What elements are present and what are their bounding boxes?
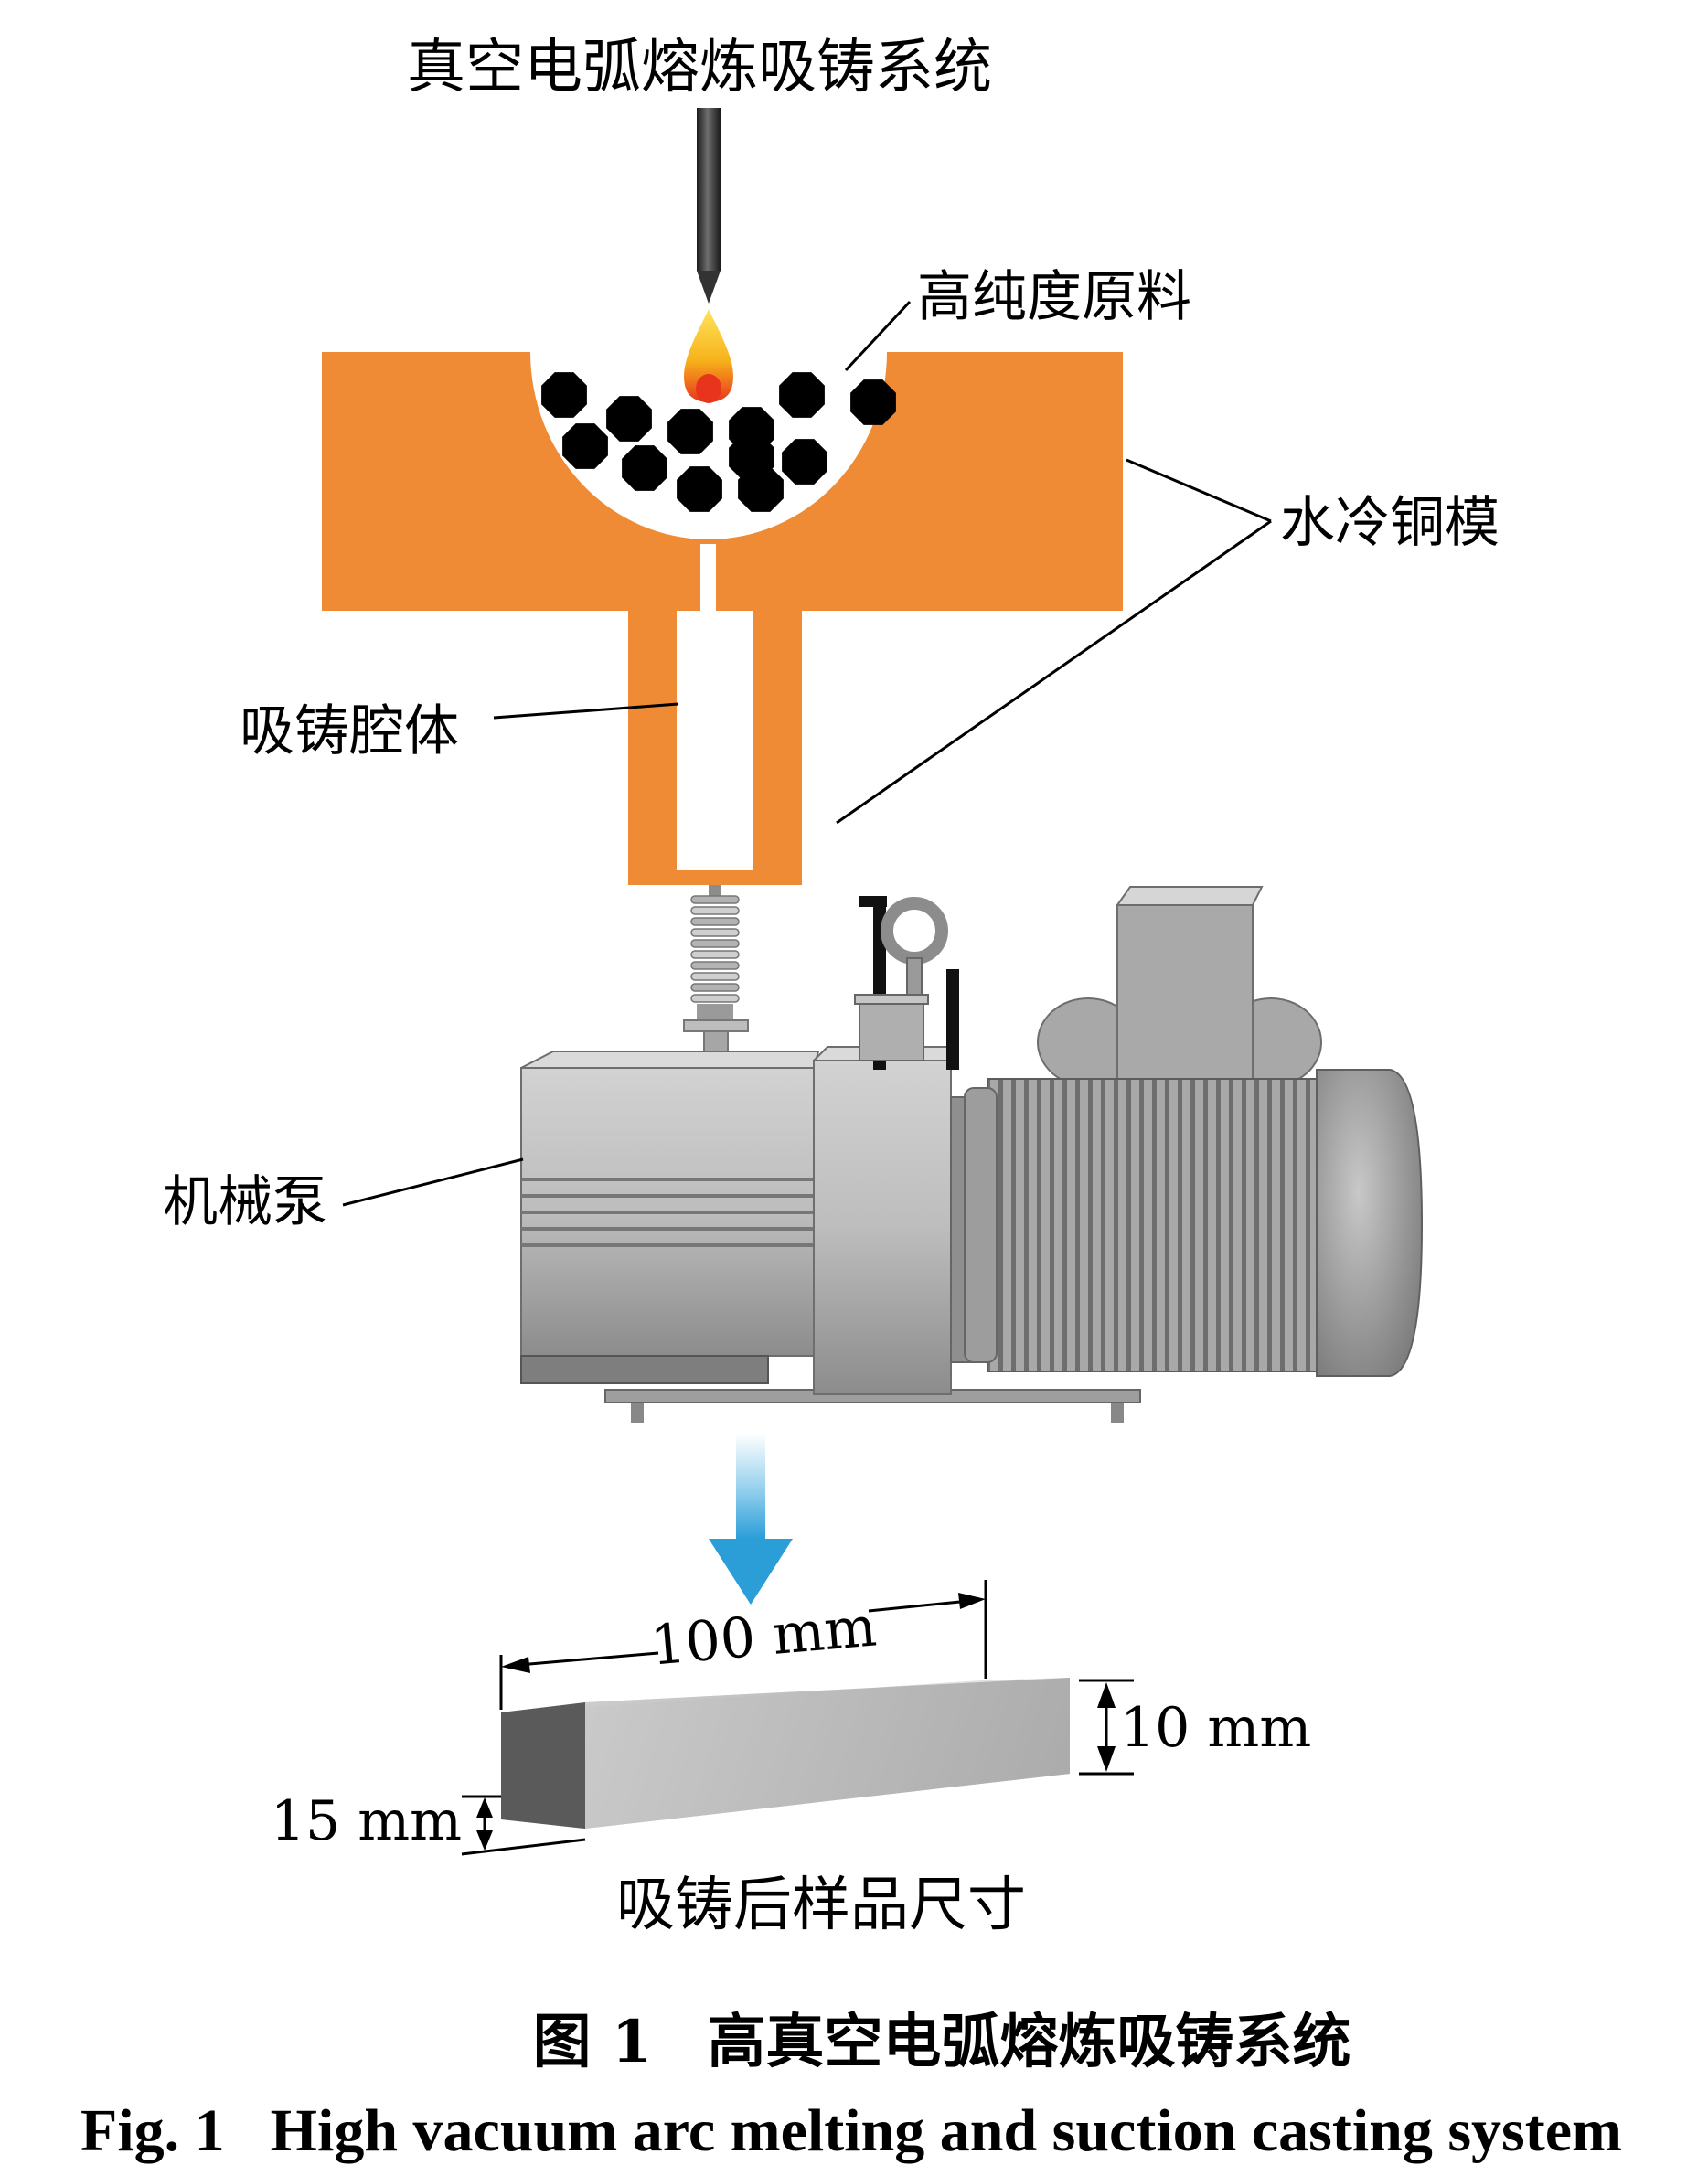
pump-leader — [342, 1157, 524, 1207]
pellet — [738, 466, 784, 512]
electrode-icon — [697, 108, 721, 304]
pellet — [779, 372, 825, 418]
cast-sample-block — [501, 1678, 1070, 1829]
arc-flame-icon — [684, 309, 733, 403]
cavity-leader — [493, 702, 679, 720]
caption-en-title: High vacuum arc melting and suction cast… — [271, 2097, 1622, 2164]
pellet — [850, 379, 896, 425]
bellows-connector — [683, 885, 749, 1069]
pellet — [622, 445, 667, 491]
pellet — [562, 423, 608, 469]
copper-mold-leader-1 — [1126, 458, 1272, 523]
bellows-ring — [690, 972, 740, 981]
pellet — [677, 466, 722, 512]
pellet — [667, 409, 713, 454]
copper-mold-label: 水冷铜模 — [1280, 491, 1500, 555]
bellows-ring — [690, 994, 740, 1003]
bellows-ring — [690, 983, 740, 992]
bellows-ring — [690, 895, 740, 904]
caption-cn: 图 1 高真空电弧熔炼吸铸系统 — [533, 2008, 1351, 2076]
vacuum-pump-icon — [520, 886, 1424, 1423]
bellows-ring — [690, 928, 740, 937]
width-dimension: 15 mm — [271, 1789, 586, 1856]
caption-en: Fig. 1 High vacuum arc melting and suctio… — [80, 2097, 1622, 2164]
caption-cn-title: 高真空电弧熔炼吸铸系统 — [707, 2008, 1350, 2076]
down-arrow-icon — [709, 1434, 793, 1605]
raw-material-leader — [844, 300, 912, 372]
raw-material-label: 高纯度原料 — [917, 265, 1191, 329]
caption-en-number: Fig. 1 — [80, 2097, 225, 2164]
pellet — [541, 372, 587, 418]
bellows-ring — [690, 939, 740, 948]
bellows-ring — [690, 950, 740, 959]
height-dimension: 10 mm — [1079, 1679, 1311, 1776]
height-label: 10 mm — [1120, 1696, 1311, 1760]
raw-material-pellets — [541, 372, 896, 512]
pellet — [606, 396, 652, 442]
system-label: 真空电弧熔炼吸铸系统 — [407, 34, 992, 101]
bellows-ring — [690, 917, 740, 926]
sample-size-label: 吸铸后样品尺寸 — [616, 1872, 1026, 1939]
copper-mold-leader-2 — [836, 519, 1272, 825]
bellows-ring — [690, 961, 740, 970]
copper-mold — [322, 352, 1123, 885]
pellet — [782, 439, 827, 485]
width-label: 15 mm — [271, 1789, 462, 1853]
caption-cn-number: 图 1 — [533, 2008, 653, 2076]
length-label: 100 mm — [648, 1595, 880, 1678]
pump-label: 机械泵 — [163, 1170, 327, 1234]
cavity-label: 吸铸腔体 — [240, 699, 459, 763]
bellows-ring — [690, 906, 740, 915]
